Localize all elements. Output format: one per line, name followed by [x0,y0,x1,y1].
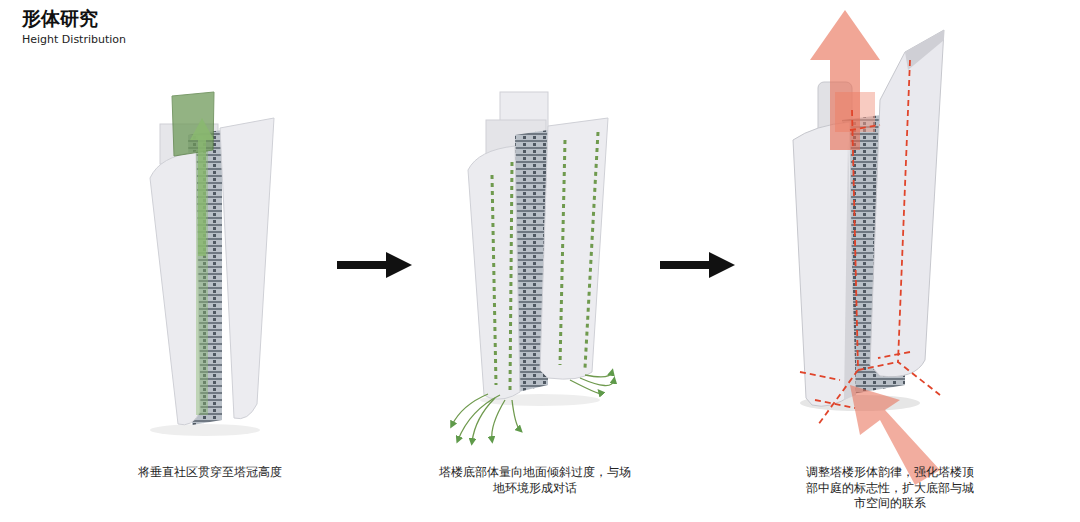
diagram-title: 形体研究 [22,6,98,32]
step-caption: 调整塔楼形体韵律，强化塔楼顶 部中庭的标志性，扩大底部与城 市空间的联系 [802,465,978,512]
process-arrow [660,252,735,278]
tower-two [452,92,614,442]
tower-one [150,92,274,436]
tower-three [793,10,944,485]
process-arrow [337,252,412,278]
subtitle: Height Distribution [22,33,126,46]
step-caption: 将垂直社区贯穿至塔冠高度 [105,465,315,481]
step-caption: 塔楼底部体量向地面倾斜过度，与场 地环境形成对话 [435,465,635,496]
